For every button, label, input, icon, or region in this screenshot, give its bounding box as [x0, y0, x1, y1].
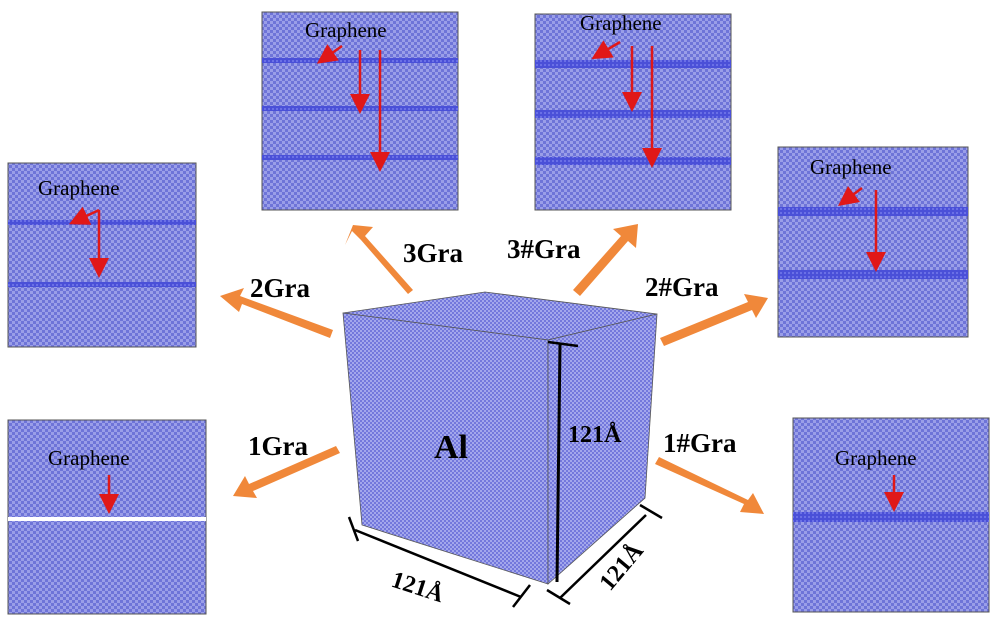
graphene-layer	[8, 220, 196, 225]
al-cube: Al	[342, 291, 658, 585]
red-arrow	[591, 40, 621, 60]
graphene-label: Graphene	[38, 176, 120, 200]
dim-height-line	[555, 343, 562, 583]
graphene-layer	[535, 157, 731, 165]
panel-1hgra: Graphene	[792, 417, 990, 613]
case-labels: 3Gra 2Gra 1Gra 3#Gra 2#Gra 1#Gra	[248, 234, 737, 461]
orange-arrow-2hgra	[660, 294, 768, 346]
case-label-2hgra: 2#Gra	[645, 272, 719, 302]
graphene-label: Graphene	[810, 155, 892, 179]
panel-1gra: Graphene	[7, 419, 207, 615]
red-arrow	[68, 206, 100, 225]
dim-tick	[347, 516, 360, 542]
case-label-2gra: 2Gra	[250, 273, 310, 303]
orange-arrow-1gra	[233, 446, 340, 498]
dim-depth-label: 121Å	[595, 538, 650, 596]
panel-2gra: Graphene	[7, 162, 197, 348]
orange-arrow-3hgra	[573, 224, 638, 296]
panel-3hgra: Graphene	[534, 11, 732, 211]
case-label-1hgra: 1#Gra	[663, 428, 737, 458]
case-label-3hgra: 3#Gra	[507, 234, 581, 264]
case-label-3gra: 3Gra	[403, 238, 463, 268]
panel-frame	[7, 162, 197, 348]
panel-2hgra: Graphene	[777, 146, 969, 338]
graphene-layer	[535, 110, 731, 118]
graphene-label: Graphene	[835, 446, 917, 470]
dim-tick	[639, 503, 663, 520]
graphene-layer	[262, 106, 458, 111]
dim-tick	[547, 340, 579, 348]
graphene-label: Graphene	[580, 11, 662, 35]
cube-side-face	[547, 313, 658, 585]
panel-3gra: Graphene	[261, 11, 459, 211]
graphene-layer	[793, 512, 989, 522]
dim-height-label: 121Å	[568, 422, 622, 448]
dim-tick	[546, 588, 571, 606]
case-label-1gra: 1Gra	[248, 431, 308, 461]
dim-tick	[512, 584, 531, 608]
orange-arrow-2gra	[220, 288, 333, 338]
cube-label: Al	[434, 429, 468, 466]
red-arrow	[838, 186, 863, 206]
graphene-layer	[262, 155, 458, 160]
graphene-layer	[8, 282, 196, 287]
graphene-layer	[778, 270, 968, 279]
graphene-label: Graphene	[305, 18, 387, 42]
graphene-layer	[778, 207, 968, 216]
graphene-label: Graphene	[48, 446, 130, 470]
red-arrow	[316, 44, 343, 64]
orange-arrows	[220, 224, 768, 514]
orange-arrow-1hgra	[655, 457, 764, 514]
panel-frame	[777, 146, 969, 338]
graphene-layer	[8, 517, 206, 521]
orange-arrow-3gra	[345, 225, 413, 294]
dim-width-label: 121Å	[388, 567, 447, 608]
dim-width-line	[354, 528, 522, 599]
dim-depth-line	[559, 514, 647, 599]
